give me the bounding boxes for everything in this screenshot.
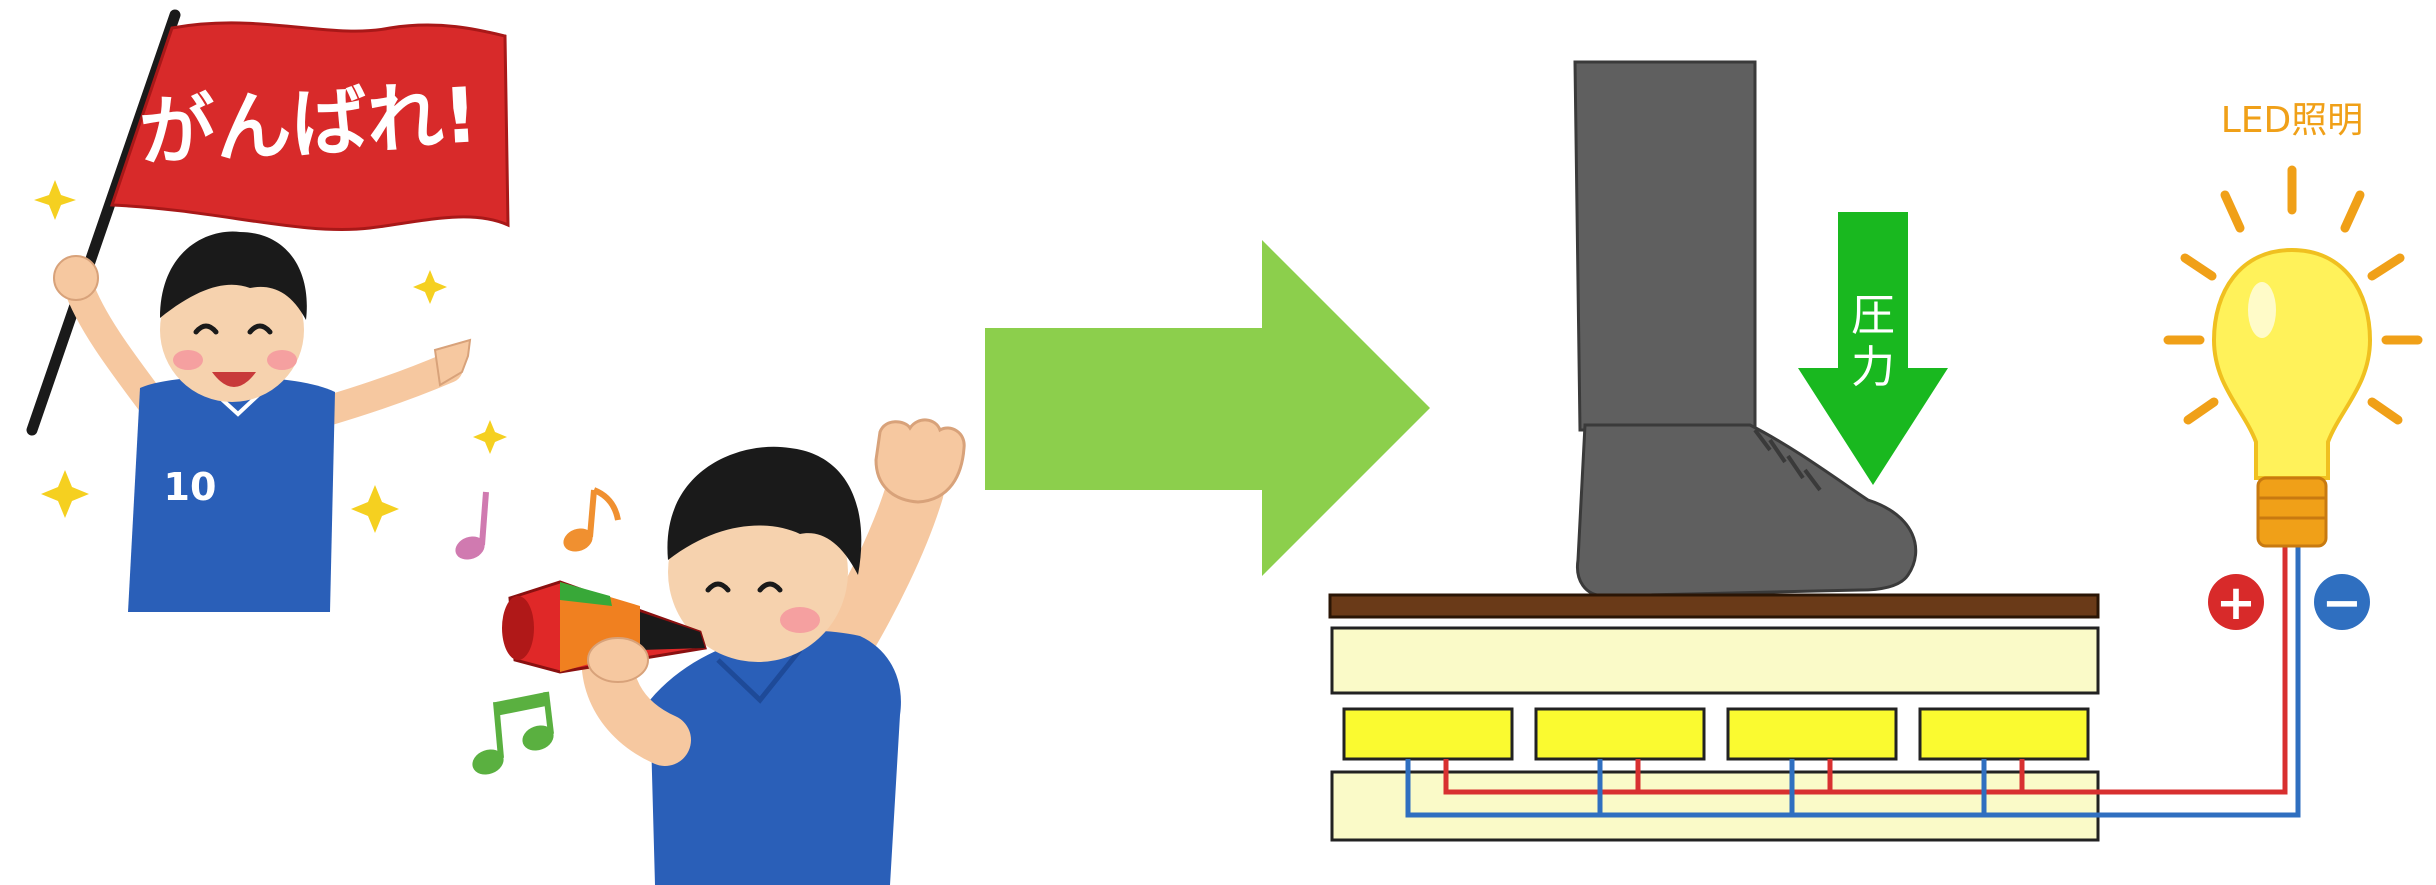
flag-pole [26,9,181,436]
shirt [650,630,901,885]
minus-sign: − [2322,575,2362,631]
plus-terminal-icon: + [2208,574,2264,631]
pressure-diagram: 圧 力 [1328,60,2423,842]
right-hand [433,338,472,387]
shoe-laces [1753,428,1822,492]
red-wire [1443,545,2288,795]
right-arm [315,353,463,425]
top-layer [1330,626,2100,695]
bottom-layer [1330,770,2100,842]
shirt-collar [716,648,802,704]
shirt [128,376,335,612]
light-bulb-icon [2163,165,2423,548]
left-eye [705,581,731,593]
boy-with-vuvuzela [455,418,966,885]
bulb-glass [2211,247,2373,480]
vuvuzela [502,580,707,674]
pressure-label-line2: 力 [1851,342,1895,393]
left-arm [63,270,165,415]
hair [160,231,307,320]
right-arrow-icon [985,240,1430,576]
fist [874,418,966,504]
power-panel [1534,707,1706,761]
down-arrow-icon [1798,212,1948,485]
right-eye [757,581,783,593]
bulb-highlight [2248,282,2276,338]
music-note-icon-green [472,691,554,775]
jersey-number: 10 [164,465,217,509]
mouth [212,372,256,387]
pant-leg [1573,60,1757,432]
bulb-base [2256,476,2328,548]
power-panel [1918,707,2090,761]
music-note-icon-pink [455,491,489,560]
sparkle-icons [34,180,507,533]
cheek [780,607,820,633]
pressure-label-line1: 圧 [1851,290,1895,341]
left-cheek [173,350,203,370]
light-rays [2163,165,2423,425]
music-note-icon-orange [563,487,621,552]
power-panel [1342,707,1514,761]
minus-terminal-icon: − [2314,574,2370,631]
floor-board [1328,593,2100,619]
flag-text: がんばれ! [137,70,480,177]
flag [109,21,510,232]
plus-sign: + [2216,575,2256,631]
cheering-boy-with-flag: がんばれ! 10 [26,9,510,612]
left-fist [53,255,99,301]
blue-wire [1405,545,2301,818]
right-cheek [267,350,297,370]
left-eye [193,323,219,335]
led-label: LED照明 [2221,100,2364,141]
power-panel [1726,707,1898,761]
raised-arm [811,461,944,679]
right-eye [247,323,273,335]
hand [587,637,649,683]
hair [667,446,862,575]
shoe-icon [1573,60,1918,598]
